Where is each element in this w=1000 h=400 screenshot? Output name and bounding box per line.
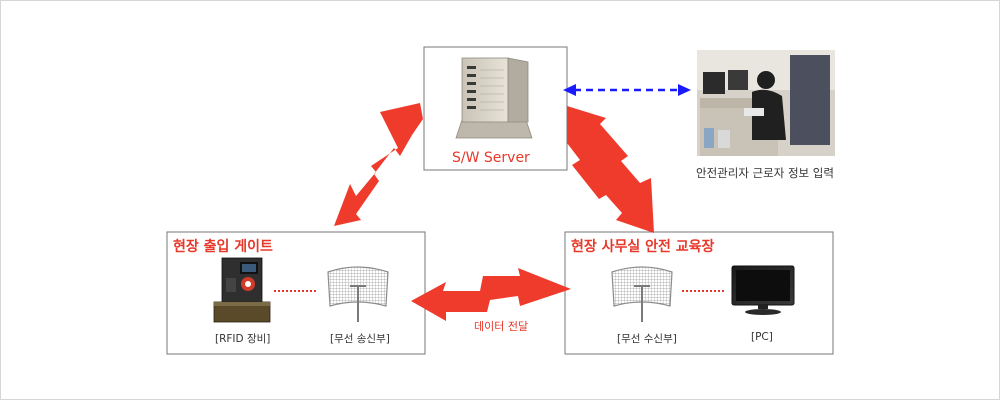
gate-title: 현장 출입 게이트	[173, 239, 273, 255]
red-arrows	[334, 103, 654, 321]
server-icon	[455, 57, 533, 139]
pc-label: [PC]	[751, 331, 773, 343]
pc-monitor-icon	[731, 265, 795, 315]
receiver-antenna-icon	[611, 266, 673, 322]
receiver-label: [무선 수신부]	[617, 333, 677, 345]
server-label: S/W Server	[452, 150, 530, 166]
transmitter-label: [무선 송신부]	[330, 333, 390, 345]
admin-photo	[697, 50, 835, 156]
rfid-device-icon	[213, 257, 271, 323]
rfid-label: [RFID 장비]	[215, 333, 271, 345]
data-transfer-label: 데이터 전달	[474, 320, 529, 333]
office-title: 현장 사무실 안전 교육장	[571, 239, 715, 255]
admin-link-arrow	[563, 84, 691, 96]
transmitter-antenna-icon	[327, 266, 389, 322]
arrow-gate-server	[334, 103, 423, 226]
arrow-gate-office	[411, 268, 571, 321]
admin-caption: 안전관리자 근로자 정보 입력	[696, 166, 834, 180]
arrow-server-office	[567, 106, 654, 233]
